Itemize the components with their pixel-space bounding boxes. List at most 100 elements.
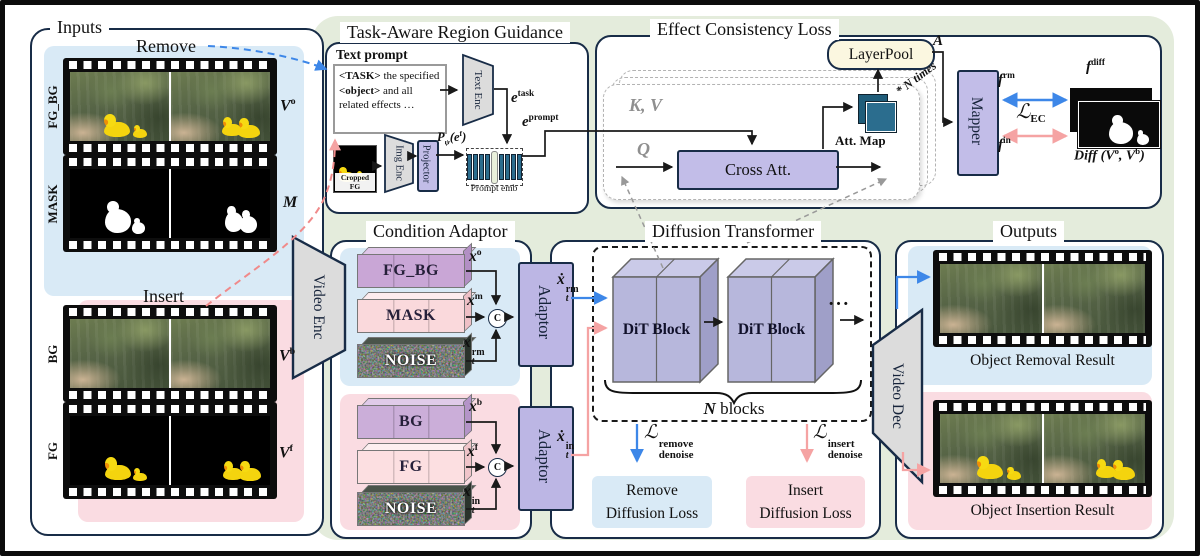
noise-latent-bar-remove: NOISE <box>357 332 477 378</box>
prompt-object-token: <object> <box>339 84 381 97</box>
embedding-bar <box>499 154 504 180</box>
x-in-base: x <box>463 483 471 500</box>
v-o-sup: o <box>290 96 296 107</box>
bg-bar-label: BG <box>399 413 423 431</box>
film-holes <box>69 241 271 249</box>
mask-blob <box>104 201 131 234</box>
diff-caption: Diff (Vo, Vb) <box>1074 146 1145 165</box>
x-rm-base: x <box>463 334 471 351</box>
mapper-label: Mapper <box>968 96 985 146</box>
dit-block-text: DiT Block <box>737 320 806 338</box>
v-b-base: V <box>279 347 290 365</box>
diff-t3: ) <box>1140 148 1145 164</box>
bg-latent-bar: BG <box>357 393 477 439</box>
v-o-base: V <box>280 97 291 115</box>
x-m-sup: m <box>474 291 483 302</box>
concat-label: C <box>493 313 502 324</box>
duck-image <box>133 124 148 138</box>
removal-result-caption: Object Removal Result <box>970 352 1115 369</box>
bar-front-face: FG <box>357 450 465 484</box>
bg-strip-label: BG <box>45 344 60 364</box>
l-ec-base: ℒ <box>1016 101 1031 123</box>
x-f-symbol: xf <box>467 442 478 461</box>
l-remove-base: ℒ <box>644 422 658 443</box>
bar-front-face: MASK <box>357 299 465 333</box>
v-o-symbol: Vo <box>280 96 296 115</box>
x-m-symbol: xm <box>467 291 483 310</box>
film-holes <box>69 488 271 496</box>
xdot-rm-sub: t <box>565 293 569 305</box>
film-holes <box>69 308 271 316</box>
q-label: Q <box>637 139 650 159</box>
f-rm-sup: rm <box>1003 71 1015 81</box>
insert-diffusion-loss-box: Insert Diffusion Loss <box>746 476 865 528</box>
f-diff-symbol: fdiff <box>1086 58 1105 76</box>
att-map-label: Att. Map <box>835 133 886 148</box>
duck-image <box>104 457 131 481</box>
diff-frame-front <box>1078 101 1160 148</box>
duck-image <box>1112 459 1135 480</box>
film-holes <box>939 486 1146 494</box>
diff-blob <box>1136 130 1149 145</box>
pond-frame-with-ducks <box>1043 414 1145 483</box>
text-prompt-box: <TASK> the specified <object> and all re… <box>333 64 447 134</box>
x-f-sup: f <box>474 442 478 453</box>
diff-t2: , V <box>1118 148 1136 164</box>
l-insert-sup: insert <box>827 437 855 450</box>
pond-frame-with-ducks <box>171 72 270 141</box>
film-holes <box>69 391 271 399</box>
n-blocks-label: N blocks <box>684 399 784 419</box>
adaptor-module-insert <box>518 406 574 511</box>
pond-frame <box>171 319 270 388</box>
mask-bar-label: MASK <box>386 307 436 325</box>
l-remove-sub: denoise <box>658 448 694 461</box>
x-in-sub: t <box>471 505 475 517</box>
embedding-bar <box>505 154 510 180</box>
x-o-base: x <box>469 248 477 266</box>
noise-bar-label: NOISE <box>384 500 438 517</box>
film-strip-mask <box>63 155 277 252</box>
prompt-text: the specified <box>380 70 440 82</box>
film-holes <box>69 405 271 413</box>
f-rm-base: f <box>998 72 1003 88</box>
proj-out-mid: (e <box>449 130 460 145</box>
layerpool-label: LayerPool <box>848 45 914 63</box>
inputs-title: Inputs <box>50 17 109 38</box>
bar-segments <box>358 406 464 438</box>
mask-blob <box>240 210 258 234</box>
remove-diffusion-loss-box: Remove Diffusion Loss <box>592 476 712 528</box>
bar-segments <box>358 300 464 332</box>
duck-image <box>1006 466 1021 480</box>
duck-image <box>222 117 243 137</box>
x-m-base: x <box>467 292 475 310</box>
remove-label: Remove <box>136 36 196 56</box>
l-ec-symbol: ℒEC <box>1016 99 1046 125</box>
insertion-result-caption: Object Insertion Result <box>970 502 1115 519</box>
cross-attention-label: Cross Att. <box>724 160 792 179</box>
mask-latent-bar: MASK <box>357 287 477 333</box>
projector-output-symbol: Pψ(ef) <box>437 129 466 147</box>
film-strip-fgbg <box>63 58 277 155</box>
text-enc-label: Text Enc <box>472 70 484 110</box>
film-holes <box>69 158 271 166</box>
l-remove-sup: remove <box>658 437 694 450</box>
ecl-title: Effect Consistency Loss <box>650 19 839 40</box>
attention-map-front <box>866 102 896 132</box>
film-strip-insertion-result <box>933 400 1152 497</box>
mask-strip-label: MASK <box>45 184 60 224</box>
diff-blob <box>1109 114 1134 145</box>
dit-block-2-label: DiT Block <box>728 277 815 382</box>
fg-latent-bar: FG <box>357 438 477 484</box>
pond-frame-with-ducks <box>940 414 1042 483</box>
dit-block-1-label: DiT Block <box>613 277 700 382</box>
xdot-in-base: ẋ <box>557 428 565 445</box>
xdot-rm-base: ẋ <box>557 271 565 288</box>
embedding-bar <box>473 154 478 180</box>
fg-bar-label: FG <box>399 458 422 476</box>
f-in-sup: in <box>1003 136 1011 146</box>
diff-s1: o <box>1114 146 1119 156</box>
mask-blob <box>132 217 146 234</box>
targ-title: Task-Aware Region Guidance <box>340 22 571 43</box>
